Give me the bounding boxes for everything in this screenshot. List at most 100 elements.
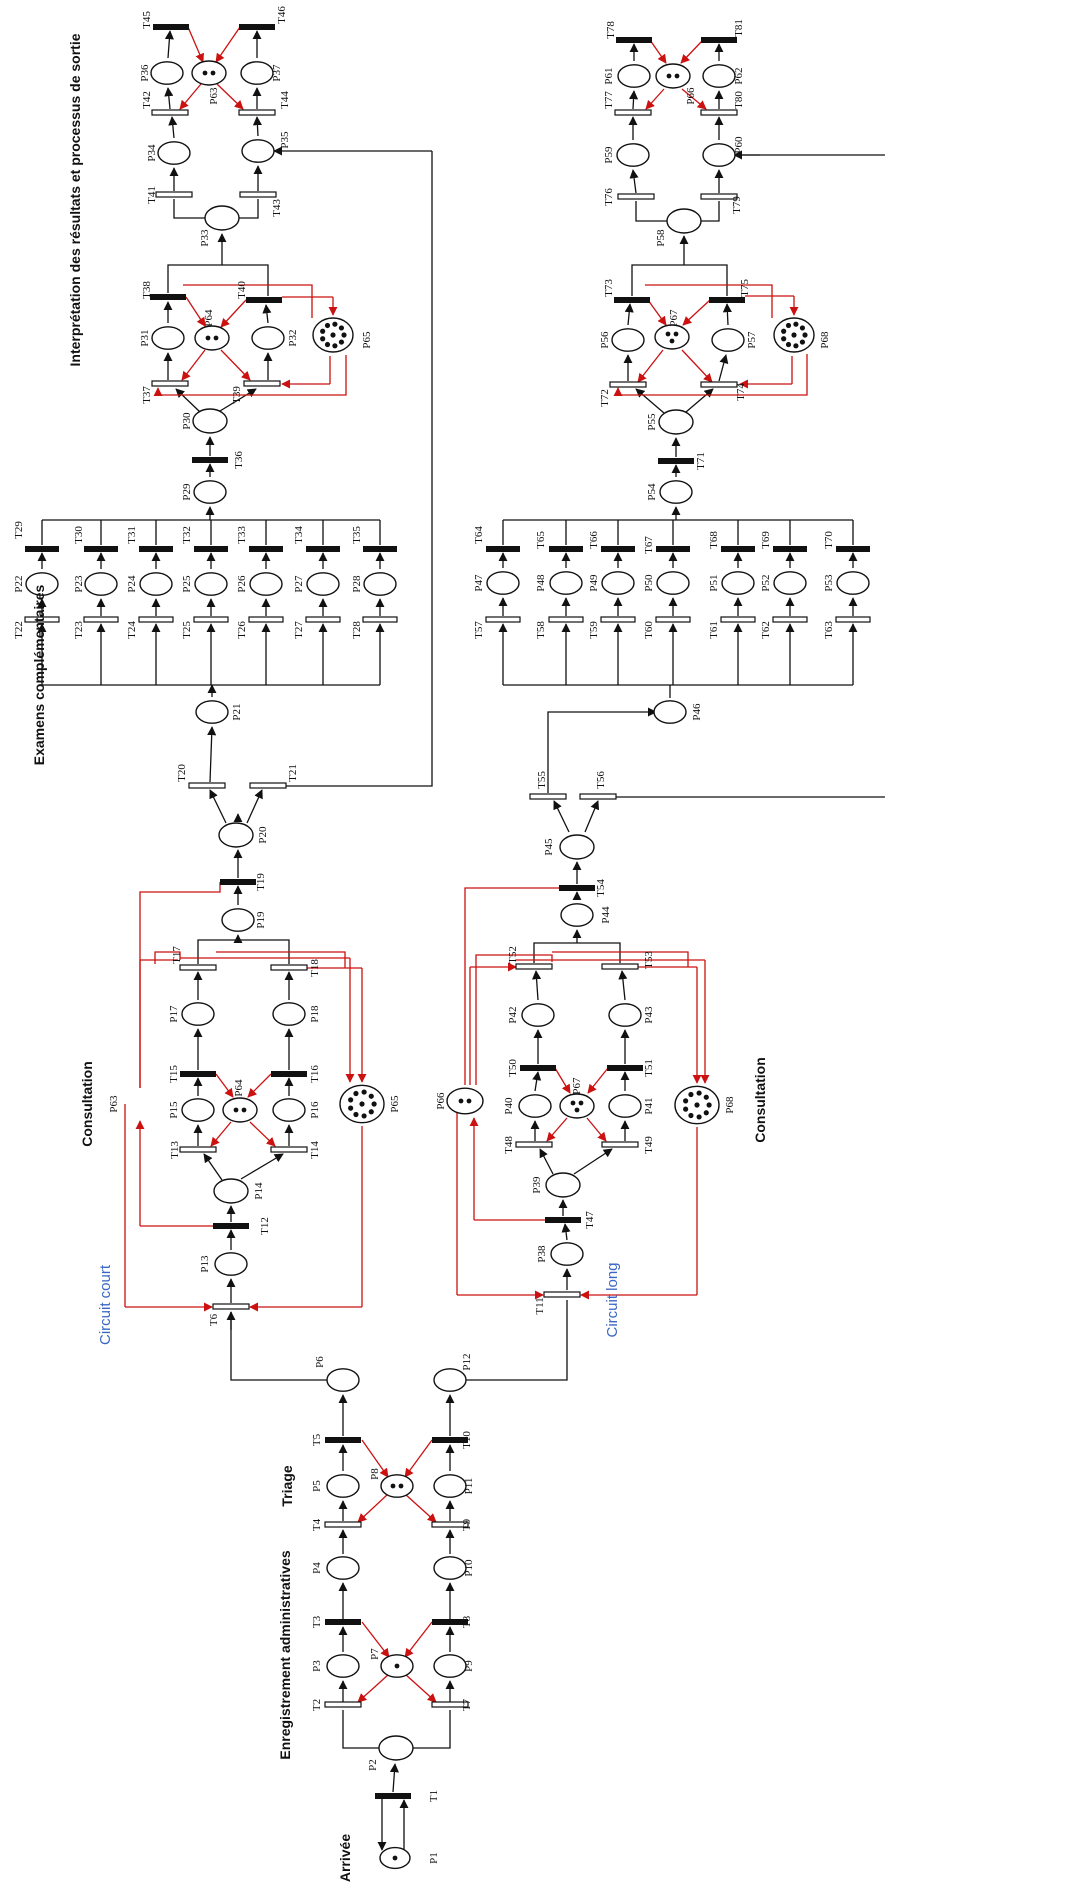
transition-t7 (431, 1701, 469, 1708)
place-p57 (711, 328, 745, 352)
label-p44: P44 (600, 906, 612, 924)
label-t53: T53 (643, 951, 655, 969)
label-t28: T28 (351, 621, 363, 639)
arc-layer (37, 26, 885, 1852)
resource-arc (645, 284, 773, 318)
token (398, 1483, 404, 1489)
transition-t55 (529, 793, 567, 800)
label-p66: P66 (685, 87, 697, 105)
label-p55: P55 (646, 413, 658, 431)
label-t17: T17 (171, 946, 183, 964)
arc (718, 354, 729, 382)
place-p47 (486, 571, 520, 595)
place-p26 (249, 572, 283, 596)
place-p29 (193, 480, 227, 504)
label-p38: P38 (536, 1245, 548, 1263)
section-consultation: Consultation (79, 1061, 95, 1147)
place-p64 (194, 325, 230, 351)
token (394, 1663, 400, 1669)
label-p57: P57 (746, 331, 758, 349)
token (674, 73, 680, 79)
label-t54: T54 (595, 879, 607, 897)
resource-arc (680, 39, 704, 64)
token (332, 343, 338, 349)
token (696, 1090, 702, 1096)
label-t74: T74 (735, 383, 747, 401)
transition-t53 (601, 963, 639, 970)
arc (547, 711, 628, 793)
token (338, 339, 345, 345)
transition-t41 (155, 191, 193, 198)
place-p24 (139, 572, 173, 596)
transition-t75 (709, 297, 745, 303)
label-t44: T44 (279, 91, 291, 109)
label-p50: P50 (643, 574, 655, 592)
label-t36: T36 (233, 451, 245, 469)
transition-t29 (25, 546, 59, 552)
transition-t18 (270, 964, 308, 971)
label-p7: P7 (369, 1648, 381, 1660)
label-t70: T70 (823, 531, 835, 549)
arc (246, 789, 263, 824)
transition-t21 (249, 782, 287, 789)
arc (532, 1071, 542, 1092)
label-p51: P51 (708, 574, 720, 591)
label-t77: T77 (603, 91, 615, 109)
resource-arc (215, 26, 241, 63)
place-p53 (836, 571, 870, 595)
label-p59: P59 (603, 146, 615, 164)
section-consultation: Consultation (752, 1057, 768, 1143)
label-p65: P65 (389, 1095, 401, 1113)
label-t62: T62 (760, 621, 772, 639)
arc (230, 1312, 329, 1381)
place-p40 (518, 1094, 552, 1118)
arc (286, 151, 433, 787)
label-p46: P46 (691, 703, 703, 721)
resource-arc (187, 26, 204, 63)
place-p19 (221, 908, 255, 932)
resource-arc (181, 349, 206, 381)
label-p22: P22 (13, 575, 25, 592)
transition-t4 (324, 1521, 362, 1528)
transition-t11 (543, 1291, 581, 1298)
place-p15 (181, 1098, 215, 1122)
transition-t9 (431, 1521, 469, 1528)
resource-arc (139, 959, 178, 1088)
token (202, 70, 208, 76)
place-p23 (84, 572, 118, 596)
place-p46 (653, 700, 687, 724)
transition-t57 (485, 616, 521, 623)
label-p33: P33 (199, 229, 211, 247)
label-t19: T19 (255, 873, 267, 891)
place-p62 (702, 64, 736, 88)
transition-t48 (515, 1141, 553, 1148)
arc (175, 388, 201, 413)
label-p64: P64 (233, 1079, 245, 1097)
place-p63 (191, 60, 227, 86)
transition-t23 (83, 616, 119, 623)
label-t27: T27 (293, 621, 305, 639)
label-t15: T15 (168, 1065, 180, 1083)
label-t34: T34 (293, 526, 305, 544)
label-p67: P67 (571, 1077, 583, 1095)
arc (629, 169, 639, 194)
place-p36 (150, 61, 184, 85)
label-p49: P49 (588, 574, 600, 592)
arc (240, 1153, 284, 1180)
label-p41: P41 (643, 1097, 655, 1114)
label-p23: P23 (73, 575, 85, 593)
section-examens: Examens complémentaires (31, 585, 47, 766)
arc (722, 303, 732, 326)
label-t13: T13 (169, 1141, 181, 1159)
place-p11 (433, 1474, 467, 1498)
place-p8 (380, 1474, 414, 1498)
label-p6: P6 (314, 1356, 326, 1368)
label-t33: T33 (236, 526, 248, 544)
arc (618, 970, 628, 1001)
transition-t70 (836, 546, 870, 552)
token (570, 1100, 576, 1106)
arc (635, 201, 670, 222)
resource-arc (139, 882, 221, 1088)
token (338, 325, 345, 331)
